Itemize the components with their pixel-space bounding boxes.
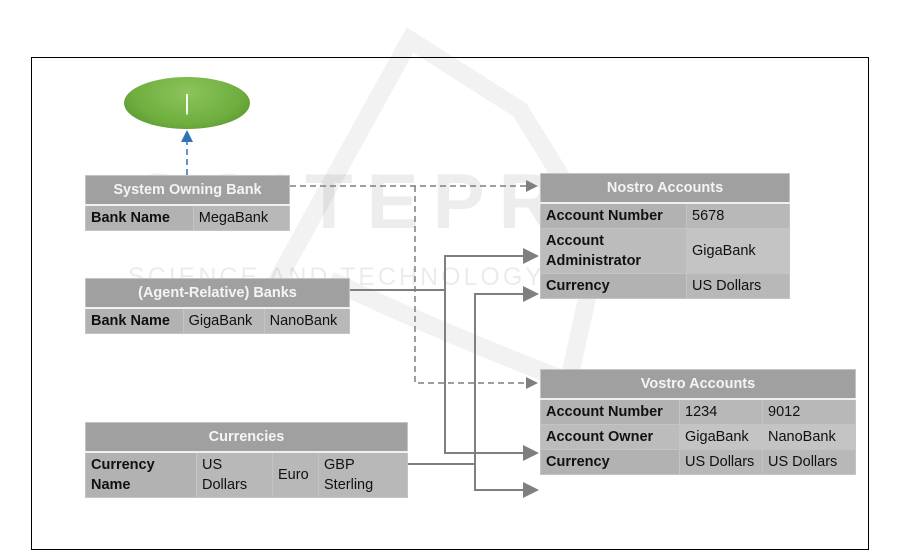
field-key: Account Administrator (540, 228, 687, 274)
link-currencies-to-nostro-currency (408, 286, 539, 465)
table-title: Currencies (85, 422, 408, 453)
field-value: GigaBank (679, 424, 763, 450)
diagram-frame (31, 57, 869, 550)
field-value: GigaBank (686, 228, 790, 274)
field-key: Currency (540, 449, 680, 475)
table-title: Vostro Accounts (540, 369, 856, 400)
field-value: NanoBank (263, 307, 351, 334)
field-value: GBP Sterling (318, 451, 408, 498)
field-value: GigaBank (182, 307, 265, 334)
field-key: Account Owner (540, 424, 680, 450)
field-value: 5678 (686, 202, 790, 229)
entity-oval[interactable]: | (124, 77, 250, 129)
link-bank-to-vostro (414, 186, 538, 389)
field-value: US Dollars (762, 449, 856, 475)
field-value: 1234 (679, 398, 763, 425)
field-value: US Dollars (679, 449, 763, 475)
table-title: System Owning Bank (85, 175, 290, 206)
field-key: Currency Name (85, 451, 197, 498)
field-key: Bank Name (85, 307, 184, 334)
link-banks-to-vostro-owner (444, 290, 539, 461)
field-value: NanoBank (762, 424, 856, 450)
field-key: Bank Name (85, 204, 194, 231)
oval-label: | (184, 90, 190, 115)
field-key: Account Number (540, 202, 687, 229)
field-value: US Dollars (196, 451, 273, 498)
link-banks-to-nostro-admin (350, 248, 539, 291)
field-value: MegaBank (192, 204, 291, 231)
link-currencies-to-vostro-currency (474, 464, 539, 498)
field-value: US Dollars (686, 273, 790, 299)
field-value: 9012 (762, 398, 856, 425)
table-title: (Agent-Relative) Banks (85, 278, 350, 309)
field-key: Account Number (540, 398, 680, 425)
field-value: Euro (272, 451, 319, 498)
field-key: Currency (540, 273, 687, 299)
table-title: Nostro Accounts (540, 173, 790, 204)
